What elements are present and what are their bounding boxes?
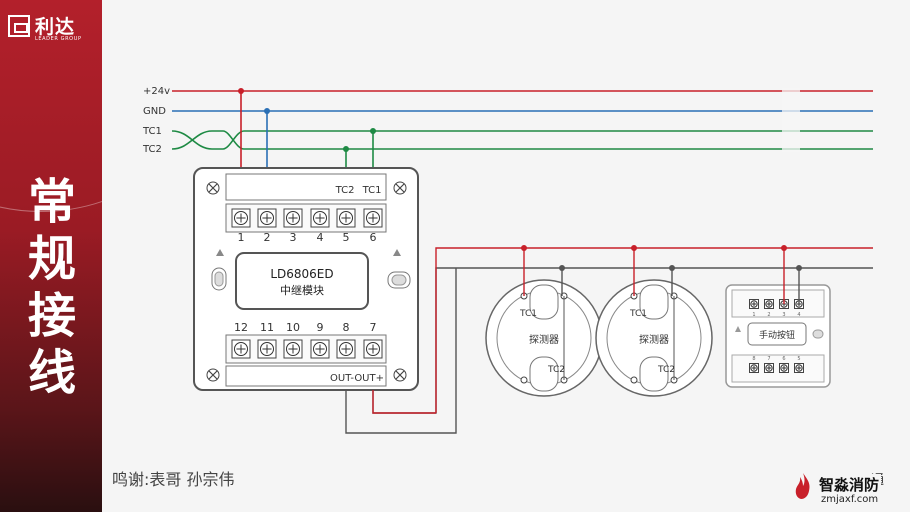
terminal-screw-slot [751,301,757,307]
watermark-url: zmjaxf.com [821,494,879,505]
terminal-number: 6 [370,231,377,244]
module-model: LD6806ED [270,267,333,281]
terminal-screw-slot [236,344,246,354]
out-wire-dark [345,268,457,434]
terminal-number: 1 [238,231,245,244]
bus-tc1-line [171,130,873,150]
arrow-up-icon [393,249,401,256]
terminal-number: 12 [234,321,248,334]
out-wire-red [372,390,436,414]
logo-mark-icon [8,15,30,37]
title-char: 接 [27,288,76,344]
bus-tc2-line [171,130,873,150]
bus-label-tc2: TC2 [142,144,162,155]
arrow-up-icon [216,249,224,256]
bottom-terminal-block [225,334,387,364]
manual-call-point: 手动按钮 1 2 3 4 8 7 6 5 [725,245,831,388]
watermark: 通 智淼消防 zmjaxf.com [793,469,905,509]
detector-label: 探测器 [639,333,669,346]
top-terminal-block [225,203,387,233]
terminal-screw-slot [368,344,378,354]
terminal-screw-slot [288,213,298,223]
module-name-plate [235,252,369,310]
bus-label-tc1: TC1 [142,126,162,137]
title-char: 线 [27,345,76,401]
terminal-screw-slot [315,344,325,354]
indicator-led [391,274,407,286]
terminal-number: 5 [343,231,350,244]
sidebar: 利达 LEADER GROUP 常 规 接 线 [0,0,102,512]
watermark-name: 智淼消防 [817,474,882,495]
terminal-screw-slot [751,365,757,371]
terminal-number: 3 [290,231,297,244]
title-char: 规 [27,231,76,287]
terminal-number: 7 [370,321,377,334]
terminal-screw-slot [236,213,246,223]
button-terminal-num: 7 [767,356,770,362]
button-terminal-num: 6 [782,356,785,362]
bus-label-gnd: GND [143,106,166,117]
button-terminal-num: 5 [797,356,800,362]
terminal-screw-slot [766,301,772,307]
flame-logo-icon [795,473,810,499]
page-title: 常 规 接 线 [22,174,82,402]
detector: TC1 探测器 TC2 [595,245,713,397]
button-terminal-num: 4 [797,312,800,318]
terminal-screw-slot [288,344,298,354]
detector-label: 探测器 [529,333,559,346]
junction-dot [238,88,244,94]
title-char: 常 [27,174,76,230]
module-out-label: OUT-OUT+ [330,373,384,384]
detector-tc2: TC2 [657,365,675,375]
module-top-label-strip [225,173,387,201]
terminal-screw-slot [262,213,272,223]
terminal-number: 8 [343,321,350,334]
terminal-screw-slot [781,365,787,371]
junction-dot [343,146,349,152]
detector-tc1: TC1 [519,309,537,319]
bus-label-24v: +24v [143,86,170,97]
bus-break [782,88,800,152]
terminal-screw-slot [315,213,325,223]
button-terminal-num: 2 [767,312,770,318]
terminal-number: 2 [264,231,271,244]
terminal-screw-slot [796,365,802,371]
terminal-number: 11 [260,321,274,334]
credits-text: 鸣谢:表哥 孙宗伟 [112,470,235,489]
terminal-number: 9 [317,321,324,334]
decorative-arc [0,0,102,212]
module-label-tc2: TC2 [335,185,355,196]
relay-module: TC2 TC1 1 2 3 4 5 6 LD680 [193,167,419,391]
logo-subtitle: LEADER GROUP [35,36,82,42]
terminal-screw-slot [262,344,272,354]
detector-tc1: TC1 [629,309,647,319]
detector: TC1 探测器 TC2 [485,245,603,397]
terminal-screw-slot [368,213,378,223]
module-label-tc1: TC1 [362,185,382,196]
terminal-screw-slot [766,365,772,371]
button-terminal-num: 8 [752,356,755,362]
terminal-number: 10 [286,321,300,334]
terminal-screw-slot [341,344,351,354]
terminal-number: 4 [317,231,324,244]
button-label: 手动按钮 [759,329,795,341]
junction-dot [264,108,270,114]
module-name: 中继模块 [280,284,324,297]
terminal-screw-slot [341,213,351,223]
logo-name: 利达 [35,16,76,38]
button-terminal-num: 3 [782,312,785,318]
out-wire-red [435,247,873,413]
module-bottom-label-strip [225,365,387,387]
junction-dot [370,128,376,134]
indicator-led [214,271,224,287]
button-terminal-num: 1 [752,312,755,318]
detector-tc2: TC2 [547,365,565,375]
